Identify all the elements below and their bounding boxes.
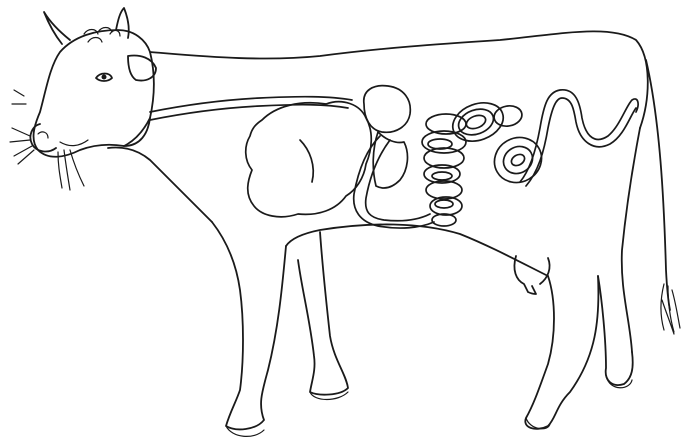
esophagus	[150, 97, 352, 120]
cow-pupil	[102, 75, 107, 80]
cow-front-leg-front	[212, 222, 286, 429]
digestive-system	[150, 86, 638, 228]
reticulum	[364, 86, 411, 133]
small-intestine	[422, 114, 466, 226]
cow-hind-leg-left	[525, 276, 598, 429]
tail-line	[646, 60, 670, 310]
cow-nostril	[38, 132, 48, 138]
intestine-coil	[432, 172, 452, 180]
cow-whiskers	[10, 90, 84, 190]
abomasum	[354, 136, 434, 228]
cow-back	[150, 31, 648, 128]
rumen	[246, 102, 372, 217]
intestine-coil	[432, 214, 456, 226]
spiral-colon	[447, 96, 549, 191]
horn-right	[116, 8, 129, 38]
cow-belly	[286, 224, 548, 276]
cow-head	[10, 8, 156, 190]
colon-coil	[447, 96, 508, 148]
rumen-fold	[300, 140, 313, 182]
cow-body-outline	[108, 31, 648, 436]
cow-chest	[108, 148, 212, 223]
horn-left	[44, 12, 70, 44]
colon-coil	[509, 152, 526, 168]
cow-hind-leg-right	[598, 276, 633, 385]
cow-mouth	[60, 140, 88, 146]
intestine-coil	[435, 200, 453, 208]
colon-coil	[465, 113, 488, 131]
cow-tail	[646, 60, 680, 334]
cow-rump	[622, 128, 640, 352]
cow-front-leg-back	[298, 232, 348, 395]
